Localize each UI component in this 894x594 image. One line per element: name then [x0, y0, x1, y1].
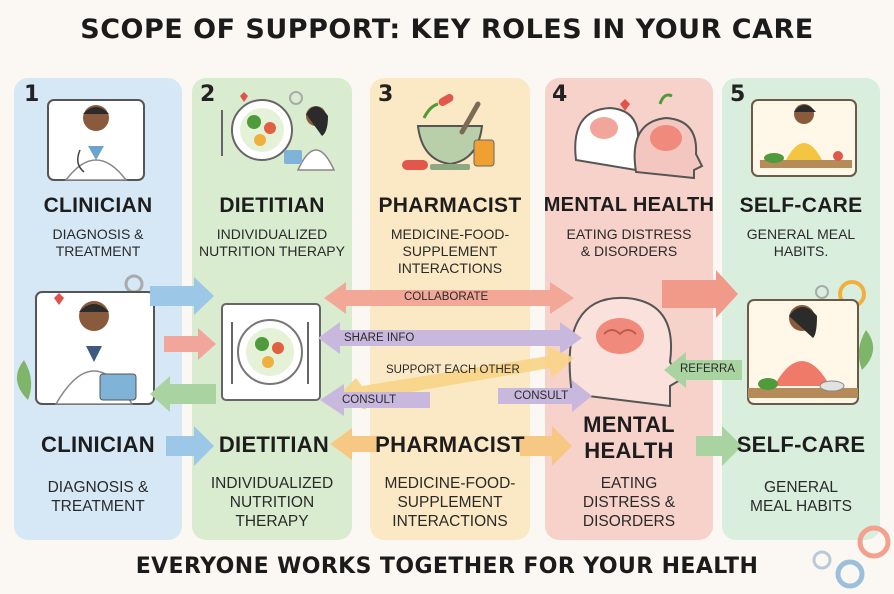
arrow-referral: [664, 352, 742, 388]
role-name-pharmacist: PHARMACIST: [378, 194, 522, 217]
arrow-bottom-pharmacist-mental: [520, 426, 572, 466]
role-number: 5: [730, 82, 746, 107]
role-number: 1: [24, 82, 40, 107]
label-support-each-other: SUPPORT EACH OTHER: [386, 364, 520, 376]
page-title: SCOPE OF SUPPORT: KEY ROLES IN YOUR CARE: [80, 14, 814, 45]
bottom-role-name-self-care: SELF-CARE: [736, 432, 866, 457]
footer-tagline: EVERYONE WORKS TOGETHER FOR YOUR HEALTH: [135, 554, 759, 579]
arrow-consult-right: [498, 380, 592, 412]
role-name-self-care: SELF-CARE: [739, 194, 863, 217]
arrows: [150, 270, 742, 466]
cooking-person-icon: [751, 99, 857, 177]
doctor-icon: [47, 99, 145, 181]
label-consult-right: CONSULT: [514, 390, 569, 402]
bottom-role-name-dietitian: DIETITIAN: [218, 432, 330, 457]
dietitian-icon: [221, 92, 336, 171]
role-name-mental-health: MENTAL HEALTH: [543, 194, 715, 216]
person-cooking-icon: [747, 299, 874, 405]
arrow-consult-left: [320, 384, 430, 416]
plate-icon: [221, 303, 321, 401]
label-consult-left: CONSULT: [342, 394, 397, 406]
label-share-info: SHARE INFO: [344, 332, 415, 344]
role-number: 4: [552, 82, 568, 107]
role-name-dietitian: DIETITIAN: [219, 194, 325, 217]
role-number: 3: [378, 82, 394, 107]
bottom-role-desc-clinician: DIAGNOSIS &TREATMENT: [47, 479, 149, 515]
brain-icon: [574, 93, 704, 180]
arrow-clinician-to-dietitian: [150, 277, 214, 315]
bottom-role-name-clinician: CLINICIAN: [41, 432, 155, 457]
role-desc-mental-health: EATING DISTRESS& DISORDERS: [566, 226, 692, 259]
role-desc-clinician: DIAGNOSIS &TREATMENT: [52, 226, 144, 259]
arrow-clinician-to-plate: [164, 328, 216, 360]
mortar-pestle-icon: [402, 94, 495, 170]
arrow-bottom-dietitian-pharmacist: [330, 428, 378, 460]
bottom-role-name-pharmacist: PHARMACIST: [375, 432, 525, 457]
doctor-tablet-icon: [16, 291, 155, 405]
gear-icon: [124, 91, 891, 589]
arrow-bottom-mental-selfcare: [696, 426, 742, 466]
arrow-mental-to-selfcare: [662, 270, 738, 318]
label-collaborate: COLLABORATE: [404, 291, 489, 303]
arrow-back-clinician: [150, 376, 216, 412]
arrow-share-info: [318, 322, 582, 354]
arrow-collaborate: [324, 282, 574, 314]
arrow-bottom-clinician-dietitian: [166, 426, 214, 466]
role-number: 2: [200, 82, 216, 107]
head-brain-icon: [568, 296, 682, 408]
label-referral: REFERRA: [680, 363, 735, 375]
role-name-clinician: CLINICIAN: [43, 194, 153, 217]
